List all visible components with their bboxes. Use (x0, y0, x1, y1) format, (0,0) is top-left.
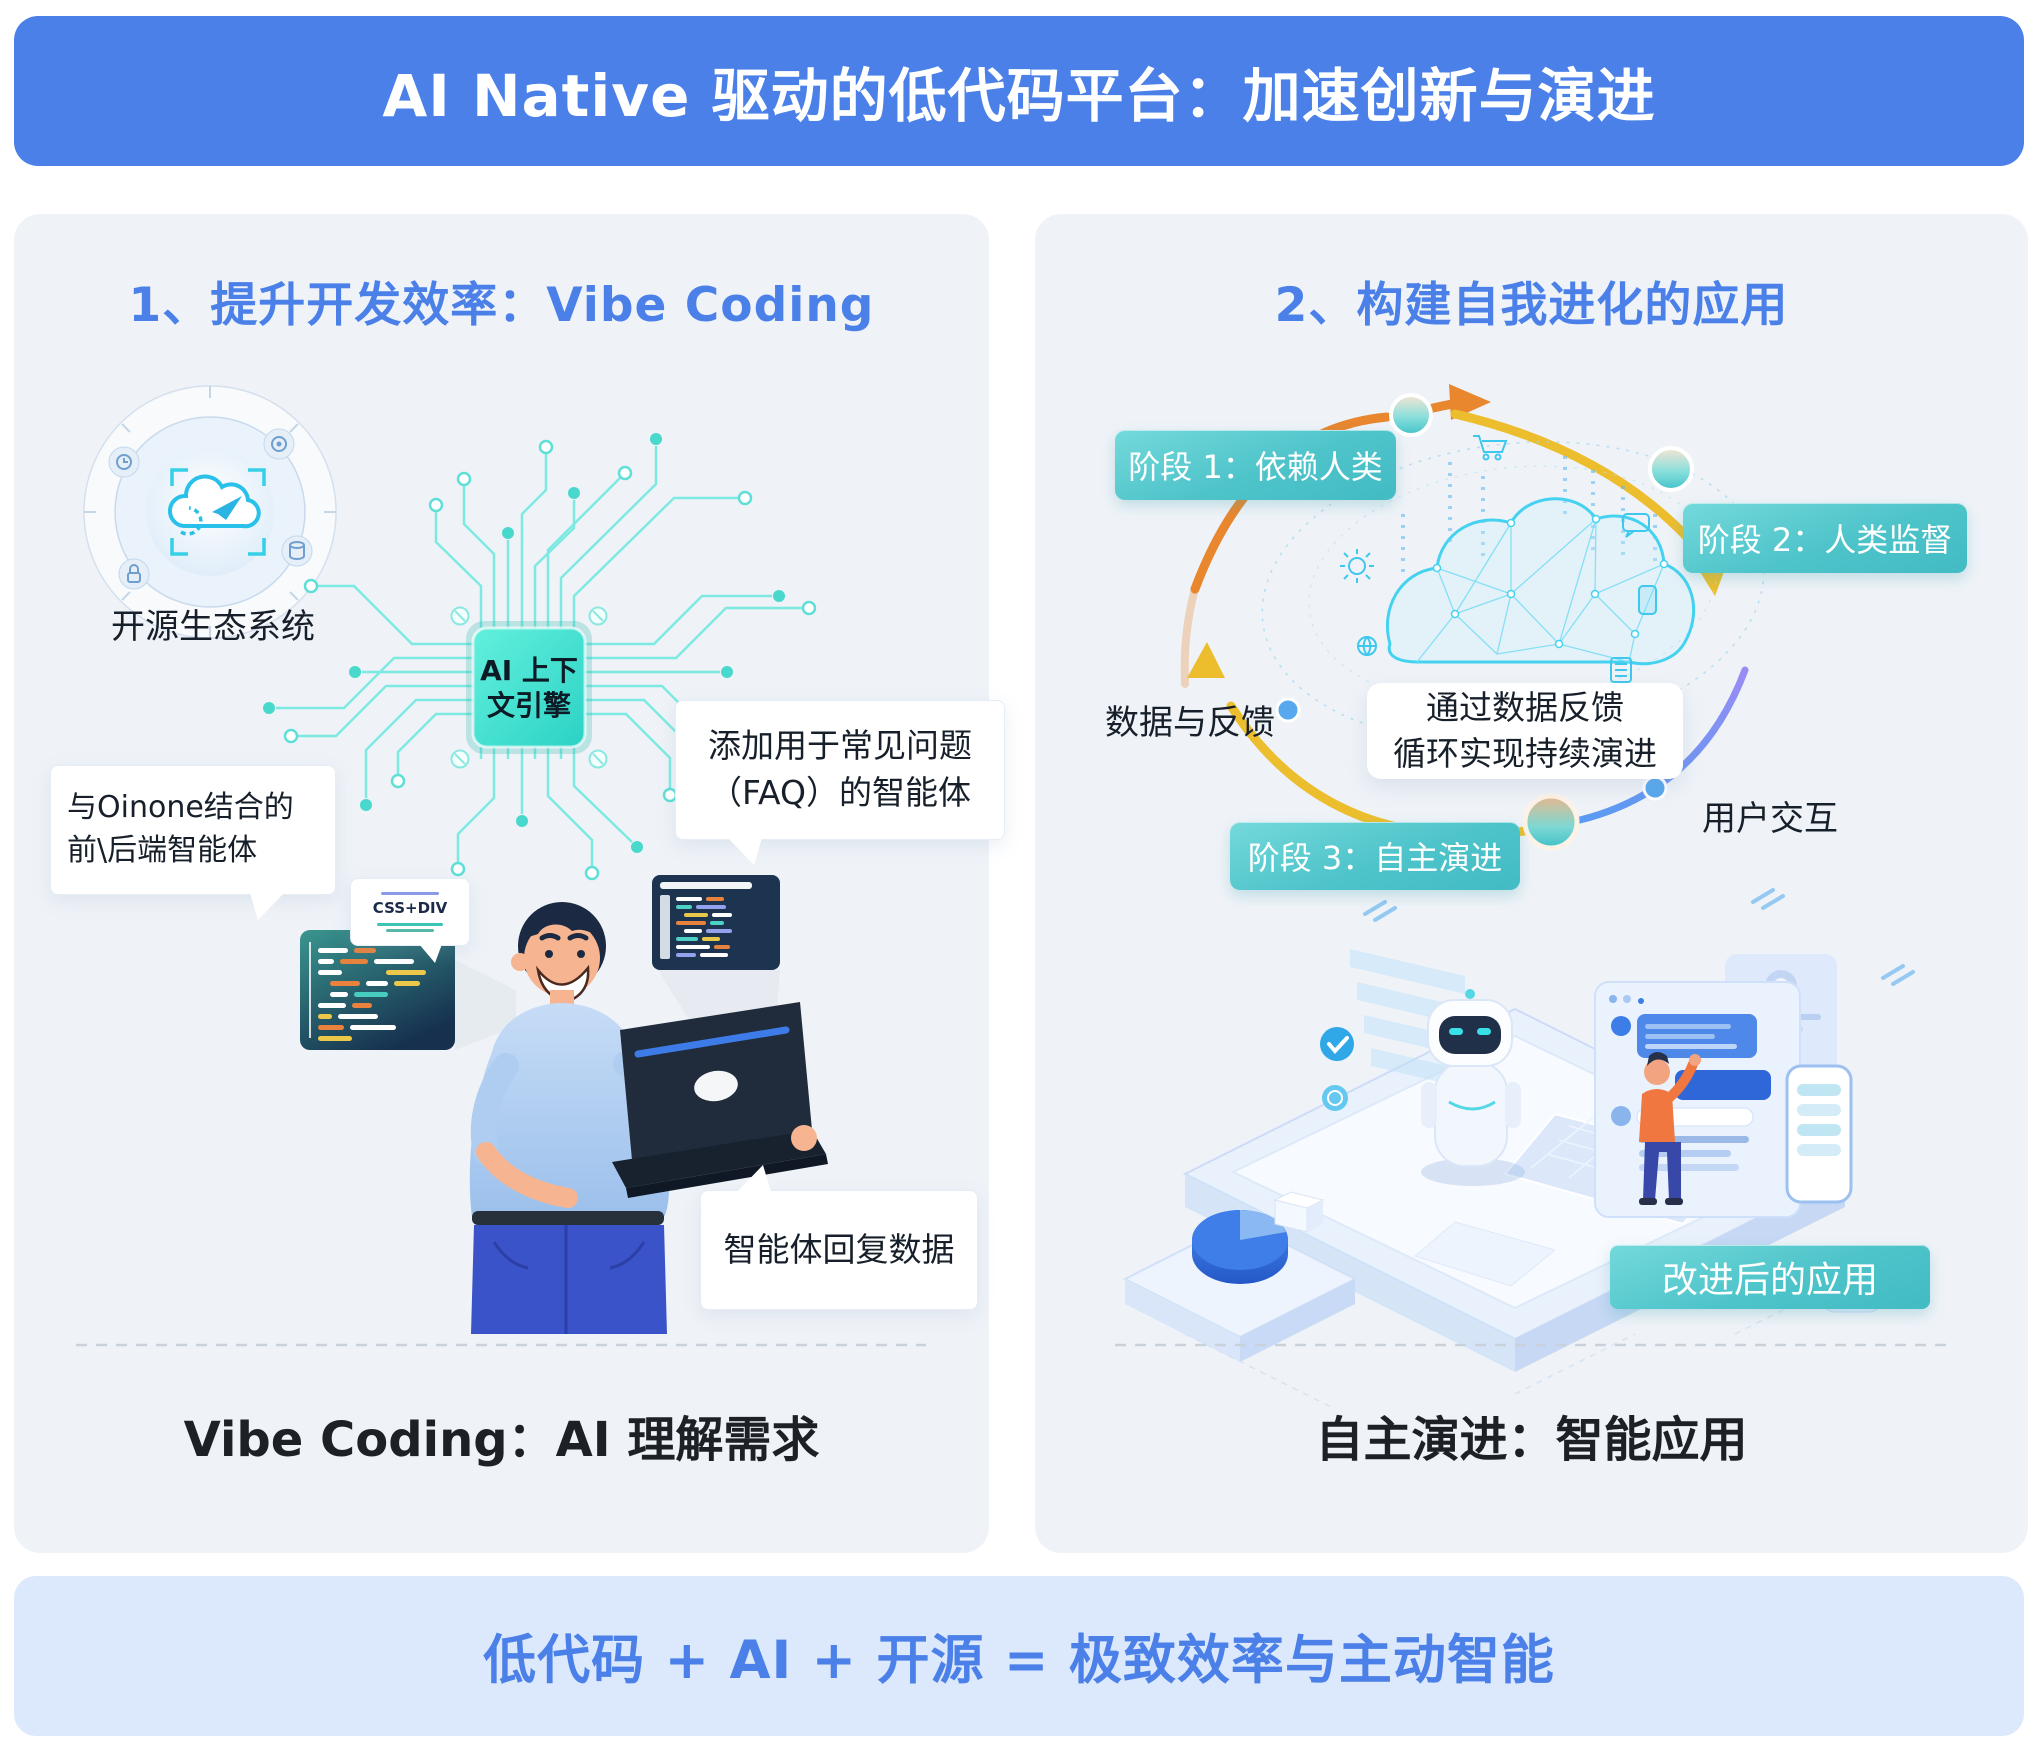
feedback-dot-icon (1275, 697, 1301, 723)
user-interaction-label: 用户交互 (1702, 799, 1838, 839)
lock-icon (118, 558, 150, 590)
history-icon (1322, 1085, 1348, 1111)
check-icon (1320, 1027, 1354, 1061)
smart-app-illustration (1122, 888, 1915, 1410)
code-window-left-icon (300, 930, 455, 1050)
developer-person-illustration (469, 902, 828, 1334)
code-line-teal (377, 922, 443, 926)
cloud-sync-icon (167, 474, 261, 536)
calculator-icon (1610, 657, 1632, 683)
stage3-badge: 阶段 3：自主演进 (1230, 822, 1520, 890)
robot-icon (1421, 989, 1525, 1186)
left-illustration (76, 385, 926, 1347)
gear-icon (1340, 549, 1374, 583)
data-feedback-label: 数据与反馈 (1105, 703, 1275, 743)
ecosystem-rings-icon (83, 385, 337, 639)
code-line-purple (381, 892, 439, 896)
chat-icon (1622, 513, 1650, 538)
globe-icon (1357, 636, 1377, 656)
left-panel-title: 1、提升开发效率：Vibe Coding (128, 278, 875, 333)
stage1-badge: 阶段 1：依赖人类 (1115, 430, 1396, 500)
cycle-nodes (1275, 393, 1694, 851)
ai-context-engine-chip-label: AI 上下 文引擎 (480, 653, 578, 722)
left-caption: Vibe Coding：AI 理解需求 (183, 1412, 820, 1468)
pie-chart-icon (1122, 1191, 1358, 1362)
phone-icon (1638, 585, 1657, 615)
code-line-teal2 (386, 928, 434, 932)
footer-title: 低代码 + AI + 开源 = 极致效率与主动智能 (483, 1630, 1555, 1691)
ai-chip-icon (450, 606, 608, 769)
right-illustration (1115, 384, 1948, 1410)
beam-left (455, 960, 516, 1050)
laptop-icon (612, 1002, 828, 1198)
right-panel-title: 2、构建自我进化的应用 (1274, 278, 1789, 333)
left-panel-vibe-coding: 1、提升开发效率：Vibe Coding (14, 214, 1005, 1553)
faq-agent-bubble: 添加用于常见问题 （FAQ）的智能体 (675, 700, 1005, 865)
phone-icon-iso (1785, 1064, 1853, 1204)
improved-app-badge: 改进后的应用 (1610, 1245, 1930, 1309)
cart-icon (1473, 435, 1508, 461)
clock-icon (108, 446, 140, 478)
circuit-traces-icon (276, 446, 802, 866)
target-icon (263, 428, 295, 460)
viewfinder-bracket-icon (170, 468, 266, 556)
css-div-tag-bubble: CSS+DIV (350, 878, 470, 963)
loop-description-box: 通过数据反馈 循环实现持续演进 (1367, 683, 1683, 779)
ecosystem-label: 开源生态系统 (111, 607, 315, 647)
header-bar: AI Native 驱动的低代码平台：加速创新与演进 (14, 16, 2024, 166)
right-caption: 自主演进：智能应用 (1315, 1412, 1748, 1468)
stage2-badge: 阶段 2：人类监督 (1683, 503, 1967, 573)
database-icon (281, 535, 313, 567)
user-person-icon (1639, 1052, 1701, 1205)
code-window-right-icon (652, 875, 780, 970)
page-title: AI Native 驱动的低代码平台：加速创新与演进 (382, 62, 1656, 130)
right-panel-self-evolving: 2、构建自我进化的应用 (1035, 214, 2028, 1553)
oinone-agent-bubble: 与Oinone结合的 前\后端智能体 (50, 765, 336, 920)
footer-bar: 低代码 + AI + 开源 = 极致效率与主动智能 (14, 1576, 2024, 1736)
agent-reply-bubble: 智能体回复数据 (700, 1165, 978, 1310)
user-dot-icon (1642, 775, 1668, 801)
yellow-up-arrow-icon (1187, 642, 1225, 678)
